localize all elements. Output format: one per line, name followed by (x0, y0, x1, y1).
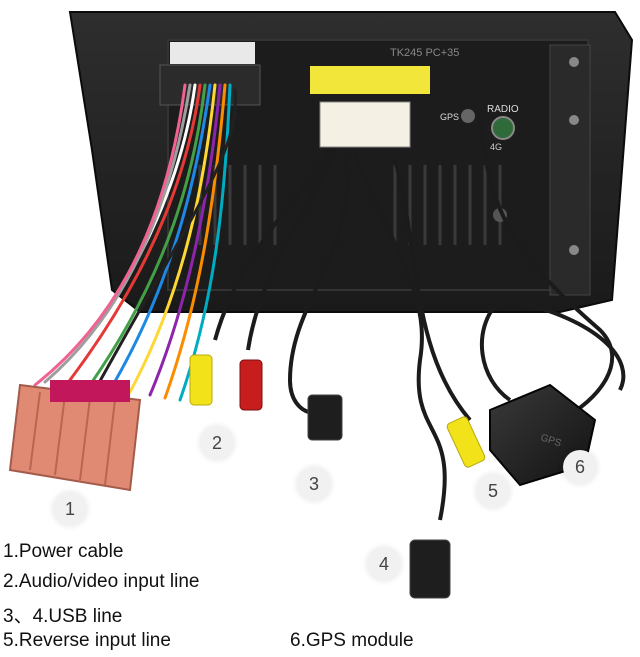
screw (569, 245, 579, 255)
callout-4: 4 (367, 547, 401, 581)
callout-5: 5 (476, 474, 510, 508)
av-input-cable (189, 148, 337, 411)
radio-port-label: RADIO (487, 104, 519, 115)
center-connector (319, 101, 411, 148)
callout-3: 3 (297, 467, 331, 501)
radio-unit: RADIO GPS TK245 PC+35 4G (68, 11, 634, 313)
caption-reverse-input: 5.Reverse input line (3, 630, 171, 651)
sticker (170, 42, 255, 64)
screw (569, 115, 579, 125)
gps-port-label: GPS (440, 112, 459, 122)
rca-yellow-plug (189, 354, 213, 406)
yellow-label (310, 66, 430, 94)
rca-reverse-plug (446, 416, 486, 468)
side-bracket (549, 44, 591, 296)
usb-cable-4 (353, 154, 451, 599)
caption-power-cable: 1.Power cable (3, 541, 124, 562)
callout-6: 6 (563, 450, 597, 484)
caption-usb-line: 3、4.USB line (3, 606, 123, 627)
callout-2: 2 (200, 426, 234, 460)
usb-plug-4 (409, 539, 451, 599)
port-4g-label: 4G (490, 142, 502, 152)
rca-red-plug (239, 359, 263, 411)
gps-port (461, 109, 475, 123)
power-harness-connector (8, 380, 142, 492)
caption-gps-module: 6.GPS module (290, 630, 414, 651)
power-harness-wires (33, 83, 237, 402)
radio-port (491, 116, 515, 140)
reverse-input-cable (393, 159, 486, 468)
model-label: TK245 PC+35 (390, 47, 459, 59)
usb-cable-3 (287, 154, 350, 441)
screw (569, 57, 579, 67)
gps-cable (478, 119, 626, 422)
heat-sink (198, 165, 502, 245)
usb-plug-3 (307, 394, 343, 441)
caption-av-input: 2.Audio/video input line (3, 571, 200, 592)
callout-1: 1 (53, 492, 87, 526)
